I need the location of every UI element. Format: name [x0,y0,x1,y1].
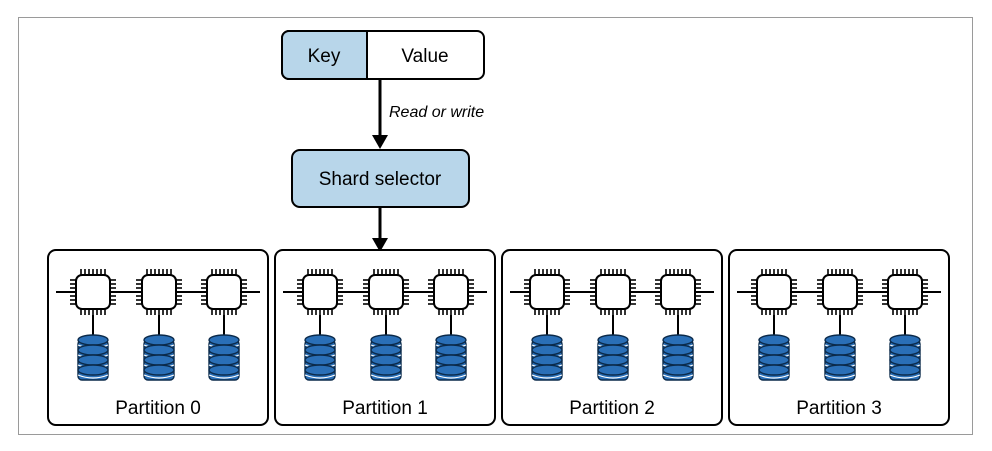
partitions-group: Partition 0 Partition 1 Partition 2 Partiti… [47,249,950,426]
cpu-chip-icon [655,269,701,315]
arrow-label: Read or write [389,104,484,121]
shard-selector: Shard selector [291,149,470,208]
cpu-chip-icon [817,269,863,315]
database-icon [662,334,694,381]
database-icon [758,334,790,381]
partition-label: Partition 0 [115,398,201,419]
cpu-chip-icon [363,269,409,315]
cpu-chip-icon [201,269,247,315]
database-icon [208,334,240,381]
cpu-chip-icon [136,269,182,315]
database-icon [889,334,921,381]
partition-3: Partition 3 [728,249,950,426]
database-icon [531,334,563,381]
cpu-chip-icon [524,269,570,315]
database-icon [824,334,856,381]
partition-label: Partition 1 [342,398,428,419]
cpu-chip-icon [428,269,474,315]
partition-label: Partition 3 [796,398,882,419]
cpu-chip-icon [751,269,797,315]
database-icon [143,334,175,381]
partition-1: Partition 1 [274,249,496,426]
route-arrow [372,207,388,252]
key-label: Key [308,46,341,67]
partition-2: Partition 2 [501,249,723,426]
database-icon [597,334,629,381]
cpu-chip-icon [70,269,116,315]
partition-label: Partition 2 [569,398,655,419]
read-write-arrow: Read or write [372,79,484,149]
cpu-chip-icon [882,269,928,315]
arrowhead-icon [372,238,388,252]
value-label: Value [401,46,448,67]
figure-caption [0,436,992,451]
database-icon [435,334,467,381]
arrowhead-icon [372,135,388,149]
key-cell [281,30,368,80]
key-value-record: Key Value [281,30,485,80]
database-icon [304,334,336,381]
database-icon [370,334,402,381]
database-icon [77,334,109,381]
cpu-chip-icon [590,269,636,315]
shard-selector-label: Shard selector [319,169,442,190]
partition-0: Partition 0 [47,249,269,426]
cpu-chip-icon [297,269,343,315]
